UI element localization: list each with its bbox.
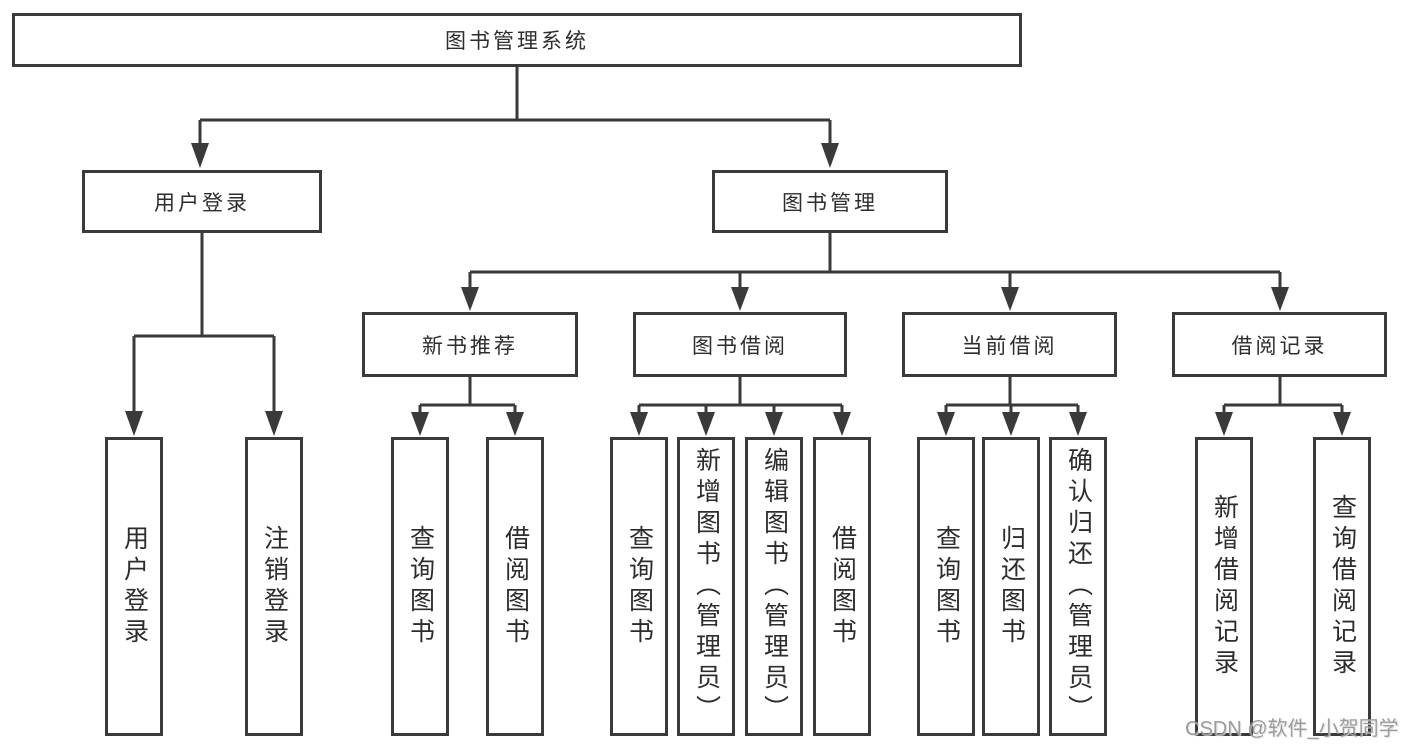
node-user-login-action: 用户登录 [105,437,163,736]
connector-new-book-recommendation-children [411,377,524,436]
node-label: 查询图书 [932,524,961,649]
arrow-down-icon [1271,287,1289,311]
node-label: 注销登录 [260,524,289,649]
node-label: 新增图书（管理员） [692,447,721,726]
connector-line [132,233,276,412]
connector-book-management-children [461,233,1289,311]
node-label: 编辑图书（管理员） [760,447,789,726]
node-return-book: 归还图书 [982,437,1040,736]
connector-root-to-level2 [191,67,839,168]
connector-line [418,377,517,413]
arrow-down-icon [1333,412,1351,436]
node-borrowing-records: 借阅记录 [1172,312,1387,377]
node-label: 图书借阅 [692,334,788,358]
arrow-down-icon [1069,412,1087,436]
arrow-down-icon [697,412,715,436]
node-current-borrowing: 当前借阅 [902,312,1117,377]
node-label: 新增借阅记录 [1210,493,1239,680]
node-borrow-books-recommend: 借阅图书 [486,437,544,736]
connector-line [198,67,832,144]
arrow-down-icon [506,412,524,436]
node-query-books-recommend: 查询图书 [391,437,449,736]
node-query-borrowing-record: 查询借阅记录 [1313,437,1371,736]
node-user-login: 用户登录 [82,170,322,233]
arrow-down-icon [630,412,648,436]
node-logout: 注销登录 [245,437,303,736]
arrow-down-icon [833,412,851,436]
arrow-down-icon [411,412,429,436]
arrow-down-icon [731,287,749,311]
node-new-book-recommendation: 新书推荐 [362,312,578,377]
arrow-down-icon [937,412,955,436]
node-label: 新书推荐 [422,334,518,358]
node-book-management-system: 图书管理系统 [12,13,1022,67]
connector-user-login-children [125,233,283,436]
node-label: 确认归还（管理员） [1064,447,1093,726]
connector-line [1222,377,1344,413]
arrow-down-icon [821,143,839,168]
connector-line [468,233,1282,288]
arrow-down-icon [125,411,143,436]
csdn-watermark: CSDN @软件_小贺同学 [1185,718,1399,740]
node-edit-book-admin: 编辑图书（管理员） [745,437,803,736]
node-add-borrowing-record: 新增借阅记录 [1195,437,1253,736]
node-label: 图书管理 [782,191,878,215]
arrow-down-icon [265,411,283,436]
connector-borrowing-records-children [1215,377,1351,436]
node-add-book-admin: 新增图书（管理员） [677,437,735,736]
connector-current-borrowing-children [937,377,1087,436]
connector-book-borrowing-children [630,377,851,436]
node-confirm-return-admin: 确认归还（管理员） [1049,437,1107,736]
node-label: 用户登录 [120,524,149,649]
node-label: 用户登录 [154,191,250,215]
arrow-down-icon [191,143,209,168]
connector-line [944,377,1080,413]
arrow-down-icon [1002,412,1020,436]
node-label: 查询图书 [406,524,435,649]
node-label: 借阅记录 [1231,334,1328,358]
node-label: 借阅图书 [828,524,857,649]
arrow-down-icon [1215,412,1233,436]
connector-line [637,377,844,413]
node-label: 当前借阅 [961,334,1058,358]
node-query-books-current: 查询图书 [917,437,975,736]
node-label: 图书管理系统 [445,30,589,53]
node-book-borrowing: 图书借阅 [633,312,847,377]
node-label: 归还图书 [997,524,1026,649]
node-query-books-borrowing: 查询图书 [610,437,668,736]
arrow-down-icon [1001,287,1019,311]
node-borrow-books: 借阅图书 [813,437,871,736]
node-label: 查询图书 [625,524,654,649]
arrow-down-icon [765,412,783,436]
node-book-management: 图书管理 [712,170,948,233]
arrow-down-icon [461,287,479,311]
node-label: 借阅图书 [501,524,530,649]
node-label: 查询借阅记录 [1328,493,1357,680]
